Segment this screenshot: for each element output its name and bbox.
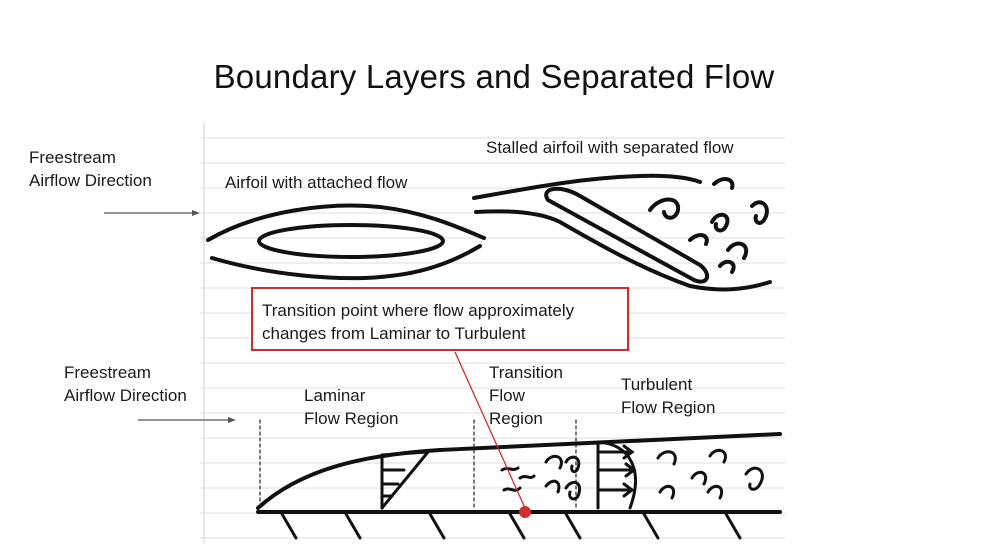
- transition-eddies: [500, 454, 581, 501]
- transition-region-label: Transition Flow Region: [489, 361, 563, 430]
- plate-hatching: [280, 512, 742, 540]
- freestream-arrow-bottom: [138, 417, 236, 423]
- laminar-label-line1: Laminar: [304, 386, 366, 405]
- transition-label-line3: Region: [489, 409, 543, 428]
- transition-label-line2: Flow: [489, 386, 525, 405]
- freestream-label-bottom-line1: Freestream: [64, 363, 151, 382]
- airfoil-attached: [206, 203, 486, 281]
- turbulent-region-label: Turbulent Flow Region: [621, 373, 716, 419]
- laminar-profile: [380, 450, 430, 510]
- turbulent-label-line2: Flow Region: [621, 398, 716, 417]
- turbulent-label-line1: Turbulent: [621, 375, 693, 394]
- freestream-label-bottom: Freestream Airflow Direction: [64, 361, 187, 407]
- freestream-label-top-line1: Freestream: [29, 148, 116, 167]
- freestream-label-bottom-line2: Airflow Direction: [64, 386, 187, 405]
- freestream-label-top-line2: Airflow Direction: [29, 171, 152, 190]
- airfoil-stalled-label: Stalled airfoil with separated flow: [486, 138, 734, 157]
- freestream-label-top: Freestream Airflow Direction: [29, 146, 152, 192]
- transition-point-callout: Transition point where flow approximatel…: [251, 287, 629, 351]
- transition-label-line1: Transition: [489, 363, 564, 382]
- callout-pointer: [454, 351, 531, 518]
- turbulent-eddies: [656, 448, 764, 500]
- turbulent-profile: [596, 440, 637, 510]
- callout-line1: Transition point where flow approximatel…: [262, 301, 575, 320]
- region-dividers: [259, 419, 577, 511]
- airfoil-attached-label: Airfoil with attached flow: [225, 173, 408, 192]
- laminar-label-line2: Flow Region: [304, 409, 399, 428]
- laminar-region-label: Laminar Flow Region: [304, 384, 399, 430]
- callout-line2: changes from Laminar to Turbulent: [262, 324, 526, 343]
- freestream-arrow-top: [104, 210, 200, 216]
- airfoil-stalled: [472, 173, 772, 292]
- page-title: Boundary Layers and Separated Flow: [213, 58, 775, 95]
